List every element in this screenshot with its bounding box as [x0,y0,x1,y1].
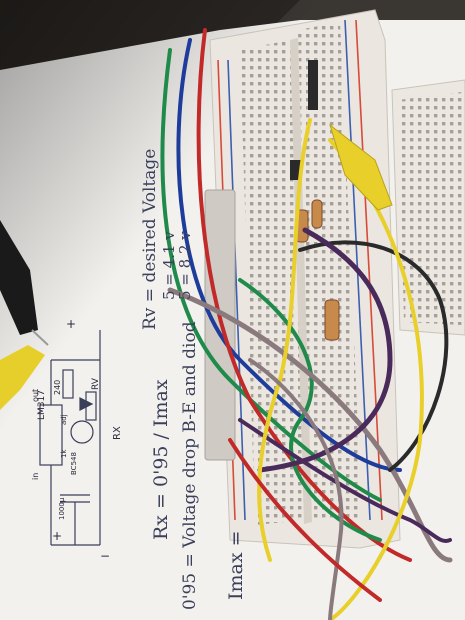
wire-grey [167,287,453,563]
wire-yellow-2 [328,138,424,620]
rail-blue-left [227,59,246,521]
ic-in-label: in [31,473,40,480]
hole-field-right [298,22,362,522]
header-pin [308,60,318,110]
jumper-wires [160,28,453,620]
wire-purple-2 [238,418,452,543]
led-symbol [79,397,94,411]
wire-purple-1 [257,227,393,473]
wire-red-2 [228,438,382,602]
rv-label: RV [91,377,101,390]
probe-black [0,220,38,335]
note-vbe: 0'95 = Voltage drop B-E and diod [180,321,200,610]
breadboard-small [391,79,465,336]
note-imax: Imax = [225,530,247,600]
minus-label: − [100,549,110,563]
wire-yellow-1 [257,118,312,562]
cap-label: 1000µ [58,497,66,520]
rail-red-right [355,19,383,521]
wire-green-2 [238,278,382,542]
wire-red-1 [196,28,412,562]
note-rx-formula: Rx = 0'95 / Imax [150,379,172,540]
resistors [295,199,340,341]
transistor-symbol [70,420,94,444]
probe-tip [31,329,49,346]
ic-out-label: out [31,389,40,402]
plus-out-label: + [66,317,76,331]
note-rv: Rv = desired Voltage [140,148,160,330]
r-base-label: 1k [60,449,68,458]
note-voltage-2: 5 = 8.2 v [176,231,194,300]
transistor-label: BC548 [70,452,78,475]
center-channel [290,38,312,524]
ic-adj-label: adj [60,414,68,425]
clip-yellow-left [0,345,45,410]
multimeter-probes [0,220,49,410]
plus-in-label: + [52,529,62,543]
schematic-labels: LM317 in out adj 240 RV RX BC548 1k 1000… [31,317,123,563]
clip-yellow-board [329,123,393,211]
r1-resistor [62,369,74,399]
ic-label: LM317 [37,390,47,420]
wire-green-1 [160,48,382,502]
rx-label: RX [112,426,123,440]
r1-label: 240 [53,380,62,395]
schematic-drawing [39,330,101,546]
wire-grey-2 [248,358,344,620]
